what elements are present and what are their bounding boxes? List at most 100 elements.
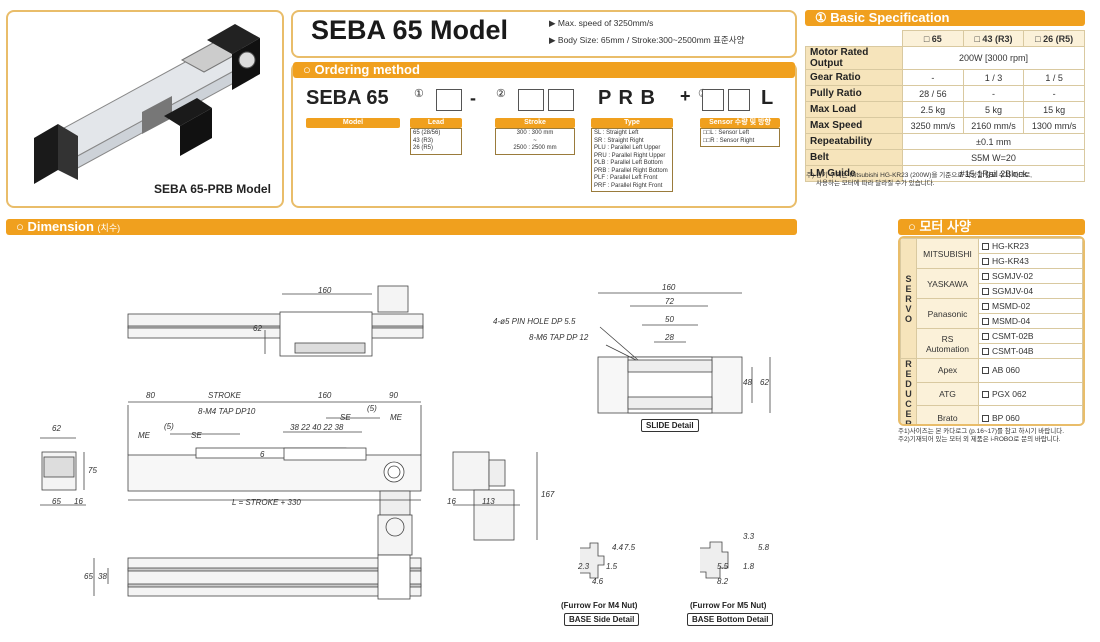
dim-five-left: (5): [164, 422, 174, 431]
motor-option[interactable]: HG-KR43: [978, 253, 1083, 269]
furrow1-dim-b: 7.5: [624, 543, 636, 552]
type-options: SL : Straight Left SR : Straight Right P…: [591, 128, 673, 192]
lead-option: 26 (R5): [413, 145, 434, 151]
reducer-option[interactable]: AB 060: [978, 358, 1083, 383]
motor-option[interactable]: HG-KR23: [978, 238, 1083, 254]
reducer-model: PGX 062: [992, 388, 1027, 399]
spec-value: #15 1Rail 2Block: [902, 165, 1085, 182]
motor-model: CSMT-02B: [992, 331, 1034, 341]
spec-header-row: □ 65 □ 43 (R3) □ 26 (R5): [805, 30, 1085, 47]
spec-row-motor: Motor Rated Output 200W [3000 rpm]: [805, 46, 1085, 70]
ordering-plus: +: [680, 86, 691, 106]
spec-label: Max Speed: [805, 117, 903, 134]
sensor-option: □□R : Sensor Right: [703, 137, 755, 144]
dim-se-left: SE: [191, 431, 202, 440]
ordering-model-text: SEBA 65: [306, 87, 389, 109]
slide-dim-72: 72: [665, 297, 674, 306]
checkbox-icon: [982, 318, 989, 325]
motor-table: S E R V O MITSUBISHI HG-KR23 HG-KR43 YAS…: [900, 238, 1083, 424]
spec-value: -: [962, 85, 1025, 102]
spec-row-gear: Gear Ratio - 1 / 3 1 / 5: [805, 69, 1085, 86]
reducer-maker: ATG: [916, 381, 979, 407]
spec-note-line: 주) 상기 수치는 Mitsubishi HG-KR23 (200W)을 기준으…: [806, 172, 1032, 179]
dim-five-right: (5): [367, 404, 377, 413]
motor-option[interactable]: CSMT-02B: [978, 328, 1083, 344]
spec-label: Motor Rated Output: [805, 46, 903, 70]
spec-col-65: □ 65: [902, 30, 964, 47]
slide-detail-caption: SLIDE Detail: [641, 419, 699, 432]
slide-pin-hole: 4-ø5 PIN HOLE DP 5.5: [493, 317, 576, 326]
furrow2-dim-c: 5.5: [717, 562, 729, 571]
lead-options: 65 (28/56) 43 (R3) 26 (R5): [410, 128, 462, 155]
dim-80: 80: [146, 391, 155, 400]
stroke-code-box-2[interactable]: [548, 89, 574, 111]
type-option: PRU : Parallel Right Upper: [594, 152, 666, 159]
product-image-card: SEBA 65-PRB Model: [6, 10, 284, 208]
dimension-title: ○ Dimension: [16, 219, 94, 234]
stroke-code-box-1[interactable]: [518, 89, 544, 111]
reducer-option[interactable]: BP 060: [978, 405, 1083, 424]
motor-option[interactable]: MSMD-02: [978, 298, 1083, 314]
stroke-option: 300 : 300 mm: [516, 130, 554, 136]
spec-value: 1 / 3: [962, 69, 1025, 86]
slide-dim-50: 50: [665, 315, 674, 324]
furrow2-dim-b: 5.8: [758, 543, 770, 552]
motor-option[interactable]: SGMJV-04: [978, 283, 1083, 299]
furrow2-title: (Furrow For M5 Nut): [690, 601, 767, 610]
dim-spacing: 38 22 40 22 38: [290, 423, 344, 432]
checkbox-icon: [982, 258, 989, 265]
spec-row-repeat: Repeatability ±0.1 mm: [805, 133, 1085, 150]
spec-row-lm: LM Guide #15 1Rail 2Block: [805, 165, 1085, 182]
spec-value: -: [902, 69, 964, 86]
stroke-options: 300 : 300 mm ~ 2500 : 2500 mm: [495, 128, 575, 155]
dim-side-62: 62: [52, 424, 61, 433]
checkbox-icon: [982, 390, 989, 398]
spec-row-pully: Pully Ratio 28 / 56 - -: [805, 85, 1085, 102]
slide-dim-28: 28: [665, 333, 674, 342]
type-option: PLU : Parallel Left Upper: [594, 145, 661, 151]
spec-label: LM Guide: [805, 165, 903, 182]
spec-note: 주) 상기 수치는 Mitsubishi HG-KR23 (200W)을 기준으…: [806, 172, 1091, 188]
product-title: SEBA 65 Model: [311, 15, 509, 45]
reducer-option[interactable]: PGX 062: [978, 381, 1083, 407]
type-option: PRB : Parallel Right Bottom: [594, 167, 668, 174]
spec-value: 1 / 5: [1023, 69, 1085, 86]
motor-option[interactable]: CSMT-04B: [978, 343, 1083, 359]
spec-value: 15 kg: [1023, 101, 1085, 118]
motor-model: SGMJV-02: [992, 271, 1034, 281]
spec-value: 1300 mm/s: [1023, 117, 1085, 134]
furrow2-dim-e: 8.2: [717, 577, 729, 586]
furrow1-dim-c: 2.3: [578, 562, 590, 571]
sensor-tag: Sensor 수량 및 방향: [700, 118, 780, 128]
dim-se-right: SE: [340, 413, 351, 422]
motor-model: CSMT-04B: [992, 346, 1034, 356]
furrow1-dim-a: 4.4: [612, 543, 624, 552]
dim-bottom-38: 38: [98, 572, 107, 581]
motor-model: HG-KR23: [992, 241, 1029, 251]
dim-160: 160: [318, 391, 332, 400]
reducer-model: BP 060: [992, 412, 1020, 423]
ordering-header: ○ Ordering method: [293, 62, 795, 78]
checkbox-icon: [982, 303, 989, 310]
furrow1-dim-e: 4.6: [592, 577, 604, 586]
motor-note-line: 주1)사이즈는 본 카다로그 (p.16~17)를 참고 하시기 바랍니다.: [898, 428, 1065, 435]
spec-col-43: □ 43 (R3): [962, 30, 1025, 47]
spec-row-belt: Belt S5M W=20: [805, 149, 1085, 166]
feature-1: ▶ Max. speed of 3250mm/s: [549, 18, 654, 28]
spec-table: □ 65 □ 43 (R3) □ 26 (R5) Motor Rated Out…: [805, 30, 1085, 182]
dim-side-75: 75: [88, 466, 97, 475]
sensor-code-box-2[interactable]: [728, 89, 750, 111]
motor-header: ○ 모터 사양: [898, 219, 1085, 235]
slide-dim-48: 48: [743, 378, 752, 387]
spec-value: 2160 mm/s: [962, 117, 1025, 134]
motor-model: HG-KR43: [992, 256, 1029, 266]
motor-option[interactable]: SGMJV-02: [978, 268, 1083, 284]
motor-option[interactable]: MSMD-04: [978, 313, 1083, 329]
dimension-drawing: [40, 285, 771, 600]
lead-code-box[interactable]: [436, 89, 462, 111]
motor-model: MSMD-02: [992, 301, 1031, 311]
ordering-mark-2: ②: [496, 88, 506, 100]
sensor-code-box-1[interactable]: [702, 89, 724, 111]
feature-1-text: Max. speed of 3250mm/s: [557, 18, 654, 28]
spec-value: 28 / 56: [902, 85, 964, 102]
